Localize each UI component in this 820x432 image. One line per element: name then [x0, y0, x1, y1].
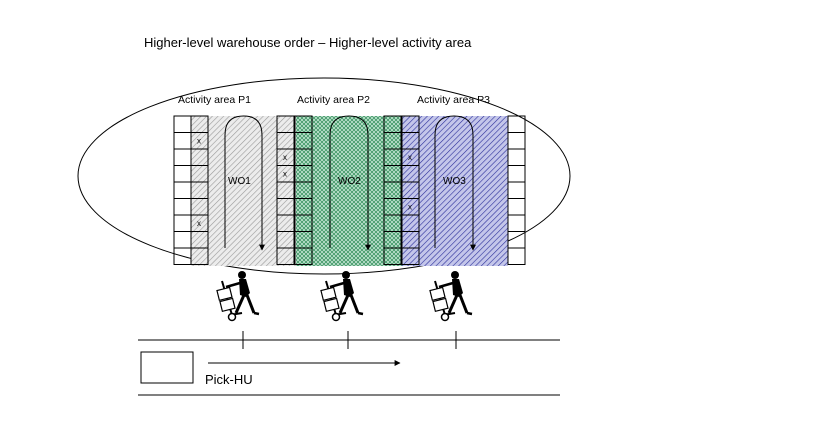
- worker-with-hand-truck-icon: [215, 269, 261, 322]
- storage-bin: [383, 247, 402, 265]
- storage-bin: [173, 165, 192, 183]
- storage-bin: [173, 214, 192, 232]
- pick-route-arrow: [434, 115, 476, 251]
- storage-bin: [401, 247, 420, 265]
- worker-with-hand-truck-icon: [319, 269, 365, 322]
- storage-bin: [173, 132, 192, 150]
- storage-bin: [173, 198, 192, 216]
- workers: [215, 269, 474, 322]
- activity-area-label: Activity area P2: [297, 94, 370, 106]
- storage-bin: [190, 247, 209, 265]
- storage-rack: [294, 115, 313, 265]
- storage-rack: [276, 115, 295, 265]
- pick-route-arrow: [329, 115, 371, 251]
- pick-route-arrow: [224, 115, 265, 251]
- storage-bin: [294, 247, 313, 265]
- storage-bin: [507, 148, 526, 166]
- storage-bin: [173, 148, 192, 166]
- storage-rack: [383, 115, 402, 265]
- picked-bin-mark: x: [283, 170, 287, 179]
- activity-area-band: [191, 116, 296, 266]
- storage-bin: [173, 181, 192, 199]
- activity-area-band: [402, 116, 508, 266]
- pick-hu-label: Pick-HU: [205, 372, 253, 387]
- storage-bin: [507, 181, 526, 199]
- storage-bin: [173, 115, 192, 133]
- picked-bin-mark: x: [283, 153, 287, 162]
- warehouse-order-label: WO3: [443, 176, 466, 187]
- pick-hu-box: [140, 351, 194, 384]
- storage-rack: [173, 115, 192, 265]
- storage-rack: [507, 115, 526, 265]
- picked-bin-mark: x: [408, 153, 412, 162]
- higher-level-activity-area-ellipse: [77, 77, 571, 275]
- warehouse-order-label: WO2: [338, 176, 361, 187]
- storage-rack: [190, 115, 209, 265]
- warehouse-order-label: WO1: [228, 176, 251, 187]
- picked-bin-mark: x: [197, 219, 201, 228]
- storage-bin: [507, 132, 526, 150]
- activity-area-label: Activity area P1: [178, 94, 251, 106]
- storage-bin: [507, 247, 526, 265]
- storage-bin: [507, 165, 526, 183]
- diagram-title: Higher-level warehouse order – Higher-le…: [144, 35, 472, 50]
- storage-rack: [401, 115, 420, 265]
- storage-bin: [507, 198, 526, 216]
- storage-bin: [276, 247, 295, 265]
- picked-bin-mark: x: [197, 137, 201, 146]
- storage-bin: [507, 214, 526, 232]
- worker-with-hand-truck-icon: [428, 269, 474, 322]
- storage-bin: [173, 231, 192, 249]
- picked-bin-mark: x: [408, 203, 412, 212]
- activity-area-p3: x x Activity area P3 WO3: [383, 94, 526, 266]
- activity-area-label: Activity area P3: [417, 94, 490, 106]
